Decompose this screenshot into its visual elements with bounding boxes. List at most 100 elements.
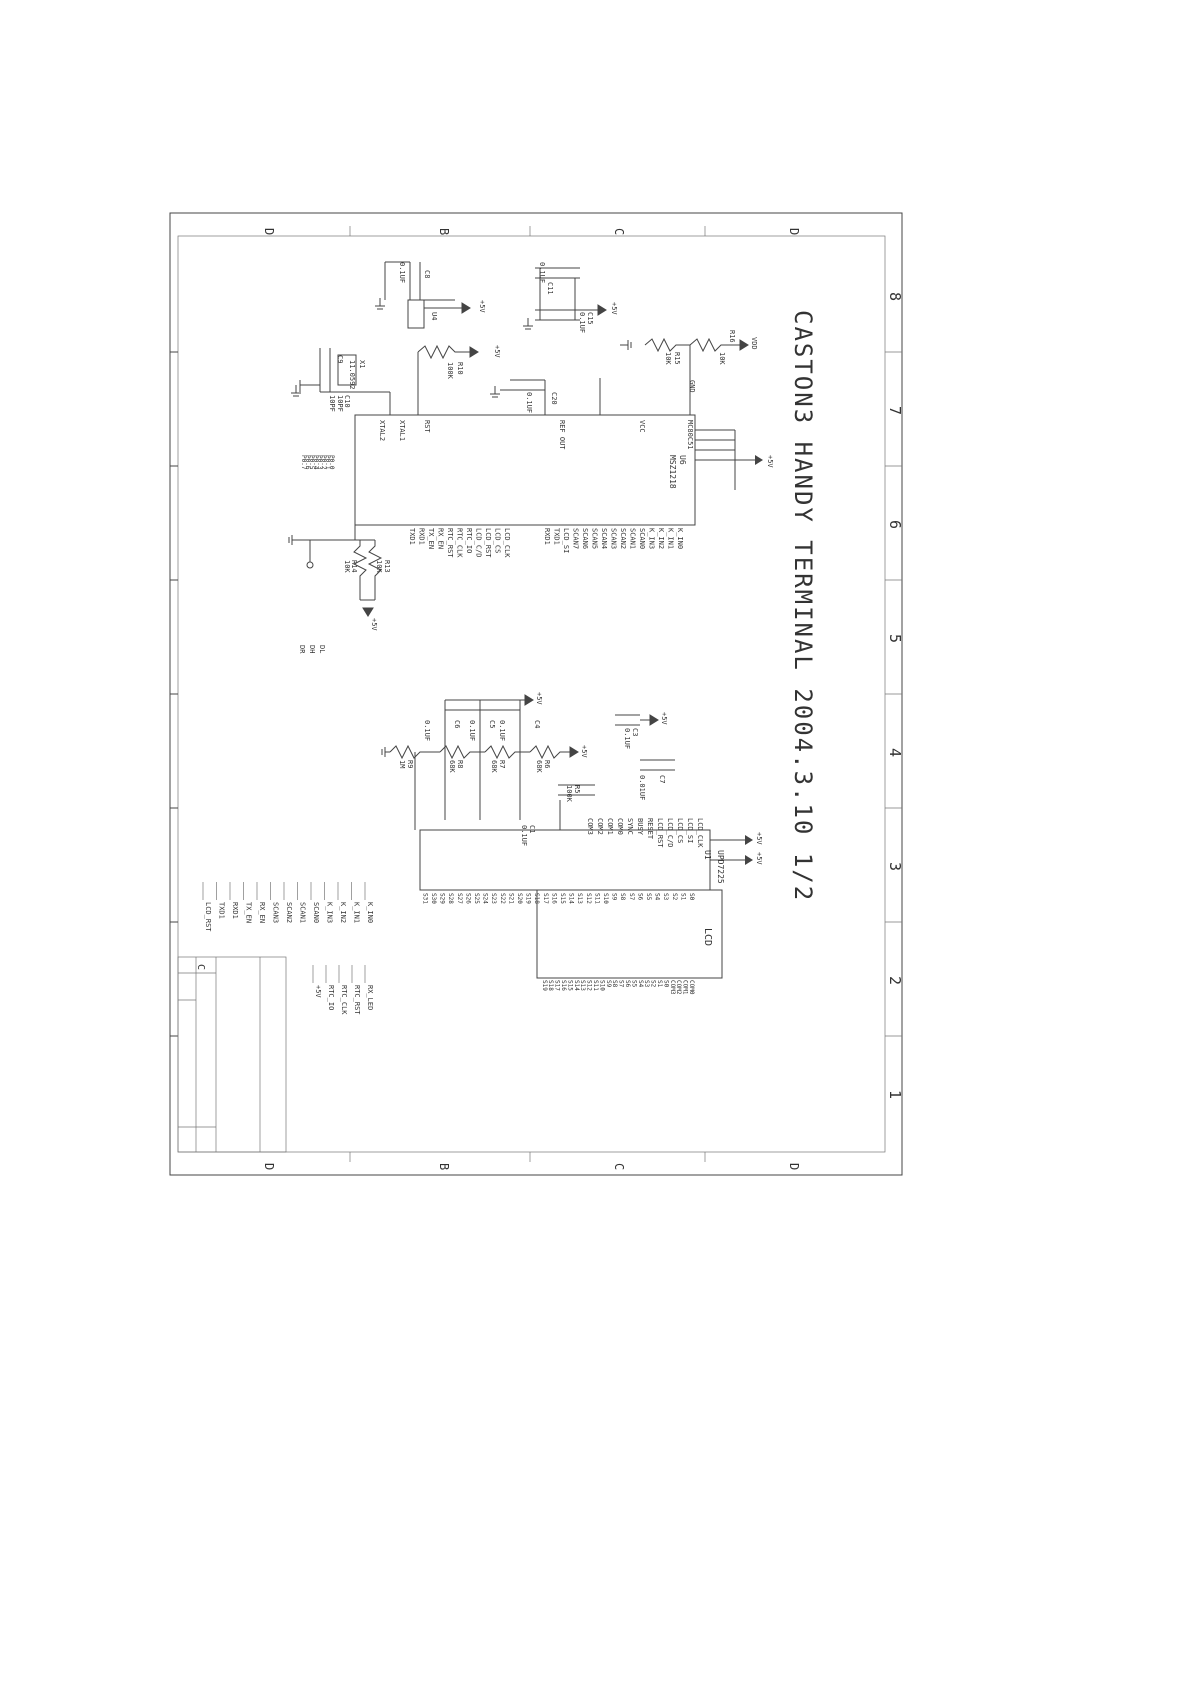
u1-left-pin-29: S29 [439, 893, 446, 904]
u1-left-pin-20: S20 [516, 893, 523, 904]
u6-top-pin-2: P0.2 [320, 455, 327, 470]
u6-left-pin-0: LCD_CLK [503, 528, 511, 558]
net-5v-r: +5V [493, 345, 501, 358]
label-c4-val: 0.1UF [498, 720, 506, 741]
net-5v-c: +5V [610, 302, 618, 315]
connector-a-pin-2: K_IN2 [339, 902, 347, 923]
connector-a-pin-8: RX_EN [258, 902, 266, 923]
small-label-dr: DR [298, 645, 306, 654]
u1-left-pin-2: S2 [671, 893, 678, 901]
connector-a: K_IN0K_IN1K_IN2K_IN3SCAN0SCAN1SCAN2SCAN3… [202, 882, 374, 932]
label-c6: C6 [453, 720, 461, 728]
lcd-pin-4: S0 [662, 980, 669, 988]
lcd-pin-18: S14 [573, 980, 580, 991]
u1-left-pin-30: S30 [430, 893, 437, 904]
label-c3-val: 0.1UF [623, 728, 631, 749]
label-c4: C4 [533, 720, 541, 728]
connector-a-pin-1: K_IN1 [353, 902, 361, 923]
u1-right-pin-4: LCD_RST [656, 818, 664, 848]
lcd-pin-23: S19 [541, 980, 548, 991]
label-r10: R10 [456, 362, 464, 375]
u1-right-pin-0: LCD_CLK [696, 818, 704, 848]
row-label-4: 4 [886, 748, 904, 757]
label-c1-val: 0.1UF [520, 825, 528, 846]
row-label-5: 5 [886, 634, 904, 643]
connector-a-pin-3: K_IN3 [326, 902, 334, 923]
lcd-pin-22: S18 [547, 980, 554, 991]
u1-left-pin-15: S15 [559, 893, 566, 904]
power-section [299, 261, 749, 416]
u6-top-pin-0: P0.0 [328, 455, 335, 470]
u6-right-pins: K_IN0K_IN1K_IN2K_IN3SCAN0SCAN1SCAN2SCAN3… [543, 528, 684, 553]
label-c10: C10 [343, 395, 351, 408]
u6-right-pin-4: SCAN0 [638, 528, 646, 549]
label-c3: C3 [631, 728, 639, 736]
u1-right-pin-10: COM2 [596, 818, 604, 835]
u6-top-pin-3: P0.3 [316, 455, 323, 470]
u6-left-pin-4: RTC_IO [465, 528, 473, 553]
label-r10-val: 100K [446, 362, 454, 380]
col-top-1: D [262, 228, 276, 235]
label-r8: R8 [456, 760, 464, 768]
label-r5: R5 [573, 785, 581, 793]
lcd-pin-13: S9 [605, 980, 612, 988]
col-top-3: C [612, 228, 626, 235]
lcd-pin-1: COM1 [682, 980, 689, 995]
u6-right-pin-3: K_IN3 [648, 528, 656, 549]
u6-vcc: VCC [638, 420, 646, 433]
small-label-dl: DL [318, 645, 326, 653]
label-r7-val: 68K [490, 760, 498, 773]
row-ticks [170, 351, 902, 1037]
lcd-label: LCD [702, 928, 713, 946]
connector-a-pin-6: SCAN2 [285, 902, 293, 923]
col-bottom-3: C [612, 1163, 626, 1170]
u6-left-pin-6: RTC_RST [446, 528, 454, 558]
connector-a-pin-5: SCAN1 [299, 902, 307, 923]
u1-left-pin-0: S0 [688, 893, 695, 901]
label-c7: C7 [658, 775, 666, 783]
label-r14-val: 10K [343, 560, 351, 573]
u1-left-pin-21: S21 [507, 893, 514, 904]
lcd-pin-19: S15 [566, 980, 573, 991]
lcd-pin-16: S12 [586, 980, 593, 991]
lcd-module: LCD [536, 889, 723, 979]
label-r7: R7 [498, 760, 506, 768]
u6-left-pin-2: LCD_RST [484, 528, 492, 558]
u6-top-pin-5: P0.5 [308, 455, 315, 470]
label-r6: R6 [543, 760, 551, 768]
u1-right-pin-11: COM3 [586, 818, 594, 835]
net-5v-top: +5V [478, 300, 486, 313]
connector-b-pin-0: RX_LED [366, 985, 374, 1010]
lcd-pin-2: COM2 [675, 980, 682, 995]
u6-left-pin-7: RX_EN [437, 528, 445, 549]
row-label-2: 2 [886, 976, 904, 985]
u6-right-pin-6: SCAN2 [619, 528, 627, 549]
u6-left-pin-10: TXD1 [408, 528, 416, 545]
u6-core: MC80C51 [686, 420, 694, 450]
u6-left-pin-5: RTC_CLK [456, 528, 464, 558]
label-c15-val: 0.1UF [578, 312, 586, 333]
u6-top-pin-1: P0.1 [324, 455, 331, 470]
sheet-title: CASTON3 HANDY TERMINAL 2004.3.10 1/2 [789, 310, 817, 902]
connector-b-pin-2: RTC_CLK [340, 985, 348, 1015]
net-5v-bias: +5V [535, 692, 543, 705]
u1-right-pin-1: LCD_SI [686, 818, 694, 843]
u6-right-pin-2: K_IN2 [657, 528, 665, 549]
connector-b-pin-3: RTC_IO [327, 985, 335, 1010]
u1-right-pin-8: COM0 [616, 818, 624, 835]
label-c9: C9 [336, 355, 344, 363]
row-label-7: 7 [886, 406, 904, 415]
lcd-pins: COM0COM1COM2COM3S0S1S2S3S4S5S6S7S8S9S10S… [541, 980, 695, 995]
net-5v-c3: +5V [660, 712, 668, 725]
u1-part: UPD7225 [716, 850, 725, 884]
u1-left-pin-5: S5 [645, 893, 652, 901]
col-top-4: D [787, 228, 801, 235]
u1-left-pin-3: S3 [662, 893, 669, 901]
label-c20-val: 0.1UF [525, 392, 533, 413]
u6-right-pin-9: SCAN5 [591, 528, 599, 549]
u1-left-pin-27: S27 [456, 893, 463, 904]
col-bottom-4: D [787, 1163, 801, 1170]
net-5v-u6: +5V [766, 455, 774, 468]
title-block: C [177, 956, 287, 1153]
label-r15: R15 [673, 352, 681, 365]
